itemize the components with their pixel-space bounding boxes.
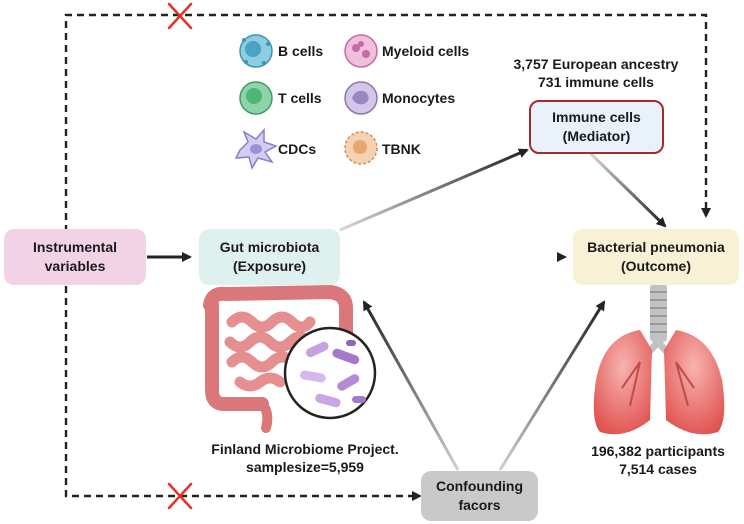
gut-line2: (Exposure)	[232, 258, 307, 274]
monocyte-icon	[344, 81, 378, 115]
cell-label-monocytes: Monocytes	[382, 90, 456, 106]
dashed-confounding-path	[64, 286, 422, 501]
immune-line2: (Mediator)	[562, 128, 631, 144]
instrumental-line1: Instrumental	[32, 239, 117, 255]
cell-label-tbnk: TBNK	[382, 141, 421, 157]
arrow-confounding-to-outcome	[498, 300, 606, 471]
cell-label-t: T cells	[278, 90, 322, 106]
cell-label-cdcs: CDCs	[278, 141, 317, 157]
confounding-box: Confounding facors	[421, 471, 538, 521]
cross-icon	[167, 2, 193, 30]
immune-stats: 3,757 European ancestry 731 immune cells	[486, 55, 706, 91]
immune-stats-line1: 3,757 European ancestry	[513, 56, 679, 72]
outcome-box: Bacterial pneumonia (Outcome)	[573, 229, 739, 285]
t-cell-icon	[239, 81, 273, 115]
outcome-stats: 196,382 participants 7,514 cases	[560, 442, 744, 478]
outcome-line1: Bacterial pneumonia	[587, 239, 725, 255]
myeloid-cell-icon	[344, 34, 378, 68]
cdc-icon	[234, 128, 278, 170]
outcome-line2: (Outcome)	[621, 258, 691, 274]
dashed-direct-path	[64, 13, 711, 232]
bacteria-magnifier-icon	[283, 326, 377, 420]
instrumental-line2: variables	[44, 258, 106, 274]
immune-cells-box: Immune cells (Mediator)	[529, 100, 664, 154]
gut-source: Finland Microbiome Project. samplesize=5…	[180, 440, 430, 476]
cell-label-b: B cells	[278, 43, 324, 59]
confounding-line2: facors	[458, 497, 501, 513]
cross-icon	[167, 482, 193, 510]
confounding-line1: Confounding	[435, 478, 524, 494]
gut-source-line2: samplesize=5,959	[246, 459, 364, 475]
arrow-immune-to-outcome	[588, 151, 667, 228]
arrow-confounding-to-gut	[362, 300, 460, 471]
immune-line1: Immune cells	[552, 109, 641, 125]
gut-microbiota-box: Gut microbiota (Exposure)	[199, 229, 340, 285]
immune-stats-line2: 731 immune cells	[538, 74, 654, 90]
gut-line1: Gut microbiota	[219, 239, 320, 255]
tbnk-icon	[344, 131, 378, 165]
instrumental-variables-box: Instrumental variables	[4, 229, 146, 285]
lungs-icon	[593, 284, 725, 435]
arrow-gut-to-immune	[339, 148, 529, 232]
gut-source-line1: Finland Microbiome Project.	[211, 441, 399, 457]
outcome-stats-line1: 196,382 participants	[591, 443, 725, 459]
b-cell-icon	[239, 34, 273, 68]
outcome-stats-line2: 7,514 cases	[619, 461, 697, 477]
cell-label-myeloid: Myeloid cells	[382, 43, 470, 59]
